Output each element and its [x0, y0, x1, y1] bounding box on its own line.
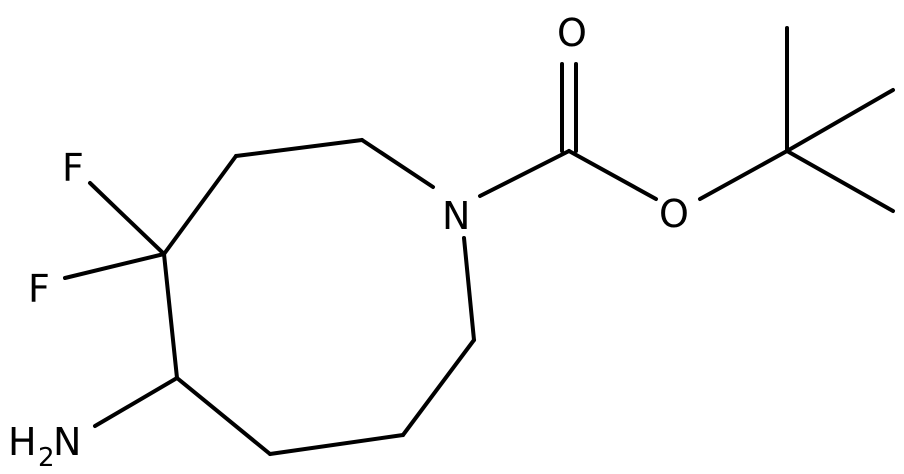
bond-cf2-f-left — [63, 252, 166, 280]
amine-nitrogen-label: N — [53, 420, 81, 464]
bond-c-top-left-cf2 — [162, 154, 238, 256]
bond-c-bottom-c-right — [401, 338, 476, 437]
azocane-ring — [162, 138, 476, 456]
bond-c-top-c-top-left — [234, 138, 364, 158]
bond-cf2-c-amine — [162, 252, 179, 380]
amine-label: H 2 N — [8, 420, 81, 473]
bond-c-amine-n — [93, 376, 179, 428]
bond-c-amine-c-bottom-left — [175, 376, 272, 456]
bond-c-right-n — [462, 236, 476, 342]
bond-cf2-f-top — [88, 181, 166, 256]
bond-c-tert-methyl-lower-right — [785, 149, 895, 213]
atom-label-ester-oxygen: O — [659, 192, 689, 236]
amine-hydrogen-label: H — [8, 420, 37, 464]
bond-o-ester-c-tert — [698, 149, 789, 201]
bond-n-carbonyl-c — [478, 149, 571, 198]
atom-label-ring-nitrogen: N — [442, 194, 470, 238]
bond-c-tert-methyl-upper-right — [785, 88, 895, 153]
atom-label-carbonyl-oxygen: O — [557, 11, 587, 55]
bond-carbonyl-c-o-ester — [567, 149, 658, 201]
boc-group — [478, 26, 895, 213]
amine-subscript-label: 2 — [38, 443, 55, 473]
bond-n-c-top — [360, 138, 435, 189]
atom-label-fluorine-top: F — [62, 146, 84, 190]
difluoro-substituents — [63, 181, 166, 280]
bond-c-bottom-left-c-bottom — [268, 433, 405, 456]
atom-label-fluorine-left: F — [28, 267, 50, 311]
